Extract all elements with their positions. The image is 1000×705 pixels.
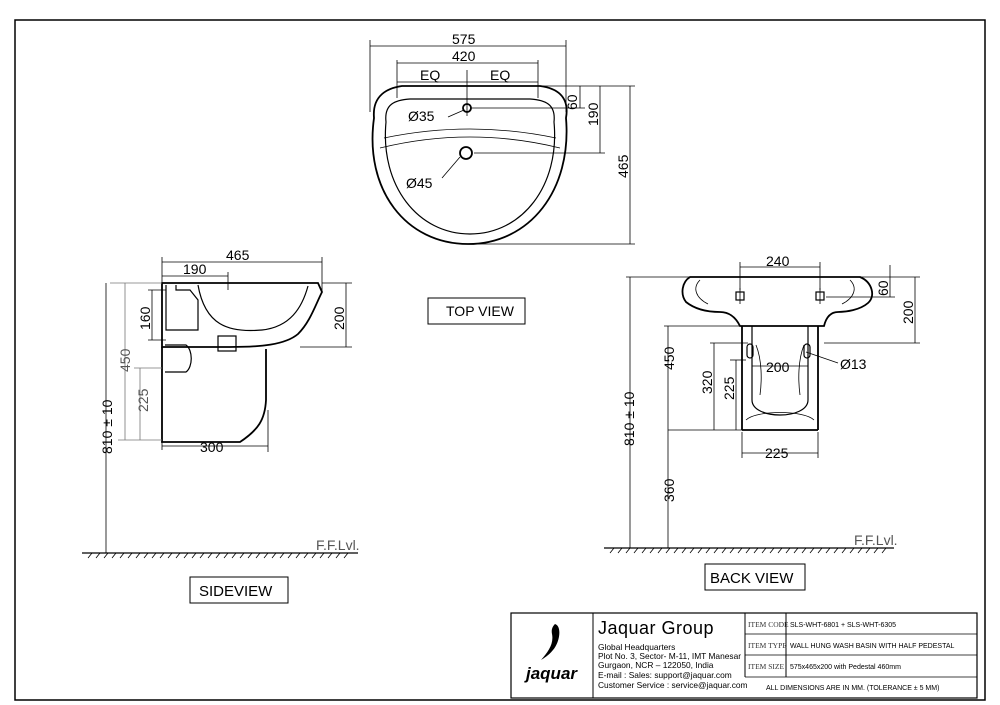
top-dim-420: 420	[452, 48, 476, 64]
top-dim-eq-left: EQ	[420, 67, 440, 83]
back-view: 240 60 200 200 Ø13 225 450 320 225 810 ±…	[604, 253, 920, 591]
top-basin-inner	[384, 98, 556, 235]
side-dim-225: 225	[135, 388, 151, 412]
back-fixing-slot-right	[803, 343, 811, 359]
top-view-label-box	[427, 297, 526, 325]
side-basin-back	[165, 285, 199, 331]
side-basin-bowl	[197, 284, 309, 332]
side-dim-300: 300	[200, 439, 224, 455]
back-view-label: BACK VIEW	[710, 570, 794, 587]
dimension-note: ALL DIMENSIONS ARE IN MM. (TOLERANCE ± 5…	[766, 685, 939, 692]
sheet-border	[14, 19, 986, 701]
address-line-2: Gurgaon, NCR – 122050, India	[598, 660, 714, 670]
side-dim-465: 465	[226, 247, 250, 263]
side-view: 465 190 200 160 450 225 300 810 ± 10 F.F…	[82, 247, 360, 604]
back-floor-label: F.F.Lvl.	[854, 532, 898, 548]
top-dim-575: 575	[452, 31, 476, 47]
side-basin-outline	[161, 282, 323, 348]
top-bowl-rim	[379, 136, 561, 149]
back-pedestal-inner	[751, 326, 809, 416]
hq-title: Global Headquarters	[598, 642, 675, 652]
title-block: jaquar Jaquar Group Global Headquarters …	[510, 612, 978, 699]
back-dim-hole: Ø13	[840, 356, 867, 372]
top-dim-190: 190	[585, 102, 601, 126]
side-wall-cutout	[165, 344, 192, 373]
side-dim-190: 190	[183, 261, 207, 277]
side-dim-810: 810 ± 10	[99, 399, 115, 454]
back-dim-60: 60	[875, 280, 891, 296]
item-size-key: ITEM SIZE	[748, 662, 784, 671]
side-view-label: SIDEVIEW	[199, 583, 273, 600]
top-view: 575 420 EQ EQ 60 190 465 Ø35 Ø45 TOP VIE…	[369, 31, 635, 325]
back-dim-320: 320	[699, 370, 715, 394]
back-dim-450: 450	[661, 346, 677, 370]
top-dim-eq-right: EQ	[490, 67, 510, 83]
side-overflow	[217, 335, 237, 352]
back-dim-360: 360	[661, 478, 677, 502]
jaquar-logo-text: jaquar	[524, 664, 578, 683]
jaquar-logo-mark	[541, 624, 560, 660]
top-drain-hole	[459, 146, 473, 160]
customer-service-line: Customer Service : service@jaquar.com	[598, 680, 748, 690]
side-pedestal	[161, 347, 267, 443]
top-dim-465: 465	[615, 154, 631, 178]
top-dim-drain-hole: Ø45	[406, 175, 433, 191]
back-fixing-slot-left	[746, 343, 754, 359]
item-size-value: 575x465x200 with Pedestal 460mm	[790, 664, 901, 671]
top-basin-outer	[371, 85, 568, 245]
side-dim-160: 160	[137, 306, 153, 330]
top-bowl-rim-2	[383, 128, 557, 139]
address-line-1: Plot No. 3, Sector- M-11, IMT Manesar	[598, 651, 741, 661]
item-code-value: SLS-WHT-6801 + SLS-WHT-6305	[790, 622, 896, 629]
item-type-key: ITEM TYPE	[748, 641, 787, 650]
back-dim-225-bottom: 225	[765, 445, 789, 461]
item-type-value: WALL HUNG WASH BASIN WITH HALF PEDESTAL	[790, 643, 955, 650]
item-code-key: ITEM CODE	[748, 620, 789, 629]
back-dim-200-ped: 200	[766, 359, 790, 375]
side-view-label-box	[189, 576, 289, 604]
company-name: Jaquar Group	[598, 618, 714, 638]
back-view-label-box	[704, 563, 806, 591]
side-dim-450: 450	[117, 348, 133, 372]
side-floor-label: F.F.Lvl.	[316, 537, 360, 553]
back-dim-810: 810 ± 10	[621, 391, 637, 446]
back-basin-outline	[681, 276, 874, 327]
back-dim-200: 200	[900, 300, 916, 324]
top-view-label: TOP VIEW	[446, 303, 515, 319]
side-dim-200: 200	[331, 306, 347, 330]
top-dim-60: 60	[564, 94, 580, 110]
email-line: E-mail : Sales: support@jaquar.com	[598, 670, 732, 680]
back-dim-240: 240	[766, 253, 790, 269]
top-dim-tap-hole: Ø35	[408, 108, 435, 124]
back-dim-225-v: 225	[721, 376, 737, 400]
